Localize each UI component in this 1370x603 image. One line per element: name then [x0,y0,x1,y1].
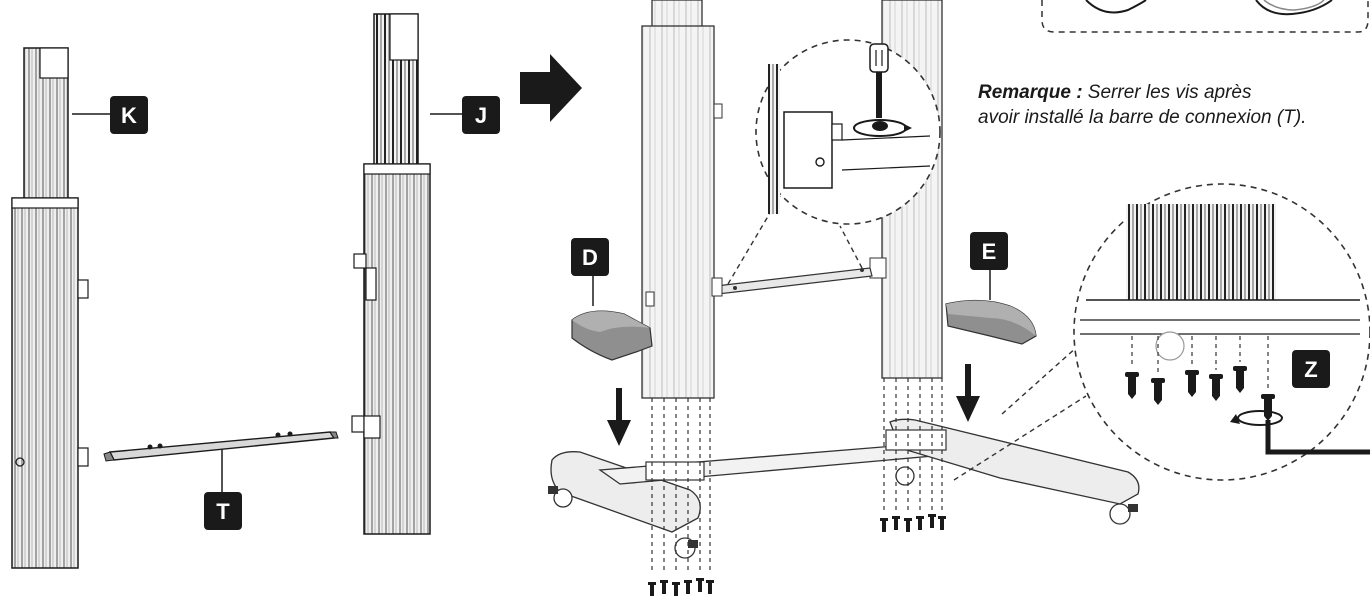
down-arrow-right [956,364,980,422]
column-k [11,47,110,569]
next-step-arrow [520,54,582,122]
label-z-text: Z [1304,357,1317,382]
label-z: Z [1292,350,1330,388]
detail-bolts [953,183,1370,481]
partial-detail-box [1041,0,1369,33]
assembly-note: Remarque : Serrer les vis après avoir in… [978,80,1358,130]
label-j-text: J [475,103,487,128]
cover-d [571,276,653,361]
label-d-text: D [582,245,598,270]
label-j: J [462,96,500,134]
label-d: D [571,238,609,276]
note-title: Remarque : [978,82,1083,103]
label-t-text: T [216,499,230,524]
detail-screwdriver [727,39,941,285]
label-e: E [970,232,1008,270]
label-k: K [110,96,148,134]
note-line-2: avoir installé la barre de connexion (T)… [978,107,1307,128]
label-e-text: E [982,239,997,264]
connection-bar-t [103,431,339,492]
label-k-text: K [121,103,137,128]
cover-e [945,270,1037,345]
column-j [351,13,462,535]
down-arrow-left [607,388,631,446]
note-line-1: Serrer les vis après [1082,82,1252,103]
label-t: T [204,492,242,530]
